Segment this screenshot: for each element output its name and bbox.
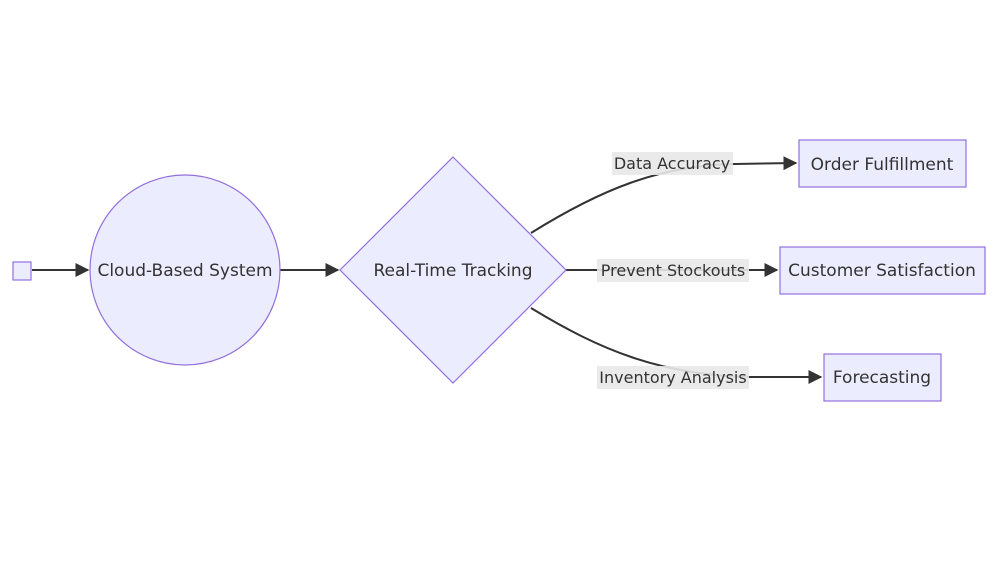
real-time-tracking-diamond	[339, 156, 567, 384]
forecasting-label: Forecasting	[833, 368, 931, 388]
real-time-tracking-node: Real-Time Tracking	[339, 156, 567, 384]
order-fulfillment-box	[798, 139, 967, 188]
real-time-tracking-label: Real-Time Tracking	[373, 261, 532, 281]
customer-satisfaction-node: Customer Satisfaction	[779, 246, 986, 295]
edge-label-data-accuracy: Data Accuracy	[612, 152, 733, 175]
edge-label-data-accuracy-text: Data Accuracy	[614, 154, 730, 173]
cloud-based-system-node: Cloud-Based System	[89, 174, 281, 366]
cloud-based-system-label: Cloud-Based System	[97, 261, 272, 281]
order-fulfillment-node: Order Fulfillment	[798, 139, 967, 188]
edge-label-inventory-analysis: Inventory Analysis	[597, 366, 749, 389]
cloud-based-system-circle	[89, 174, 281, 366]
edge-label-prevent-stockouts-text: Prevent Stockouts	[601, 261, 746, 280]
edge-label-inventory-analysis-text: Inventory Analysis	[599, 368, 746, 387]
edge-label-data-accuracy-bg	[612, 152, 733, 175]
order-fulfillment-label: Order Fulfillment	[811, 155, 954, 175]
forecasting-box	[823, 353, 942, 402]
customer-satisfaction-label: Customer Satisfaction	[788, 261, 976, 281]
start-node	[12, 261, 32, 281]
customer-satisfaction-box	[779, 246, 986, 295]
edge-label-prevent-stockouts-bg	[597, 259, 749, 282]
edge-label-inventory-analysis-bg	[597, 366, 749, 389]
edge-label-prevent-stockouts: Prevent Stockouts	[597, 259, 749, 282]
forecasting-node: Forecasting	[823, 353, 942, 402]
